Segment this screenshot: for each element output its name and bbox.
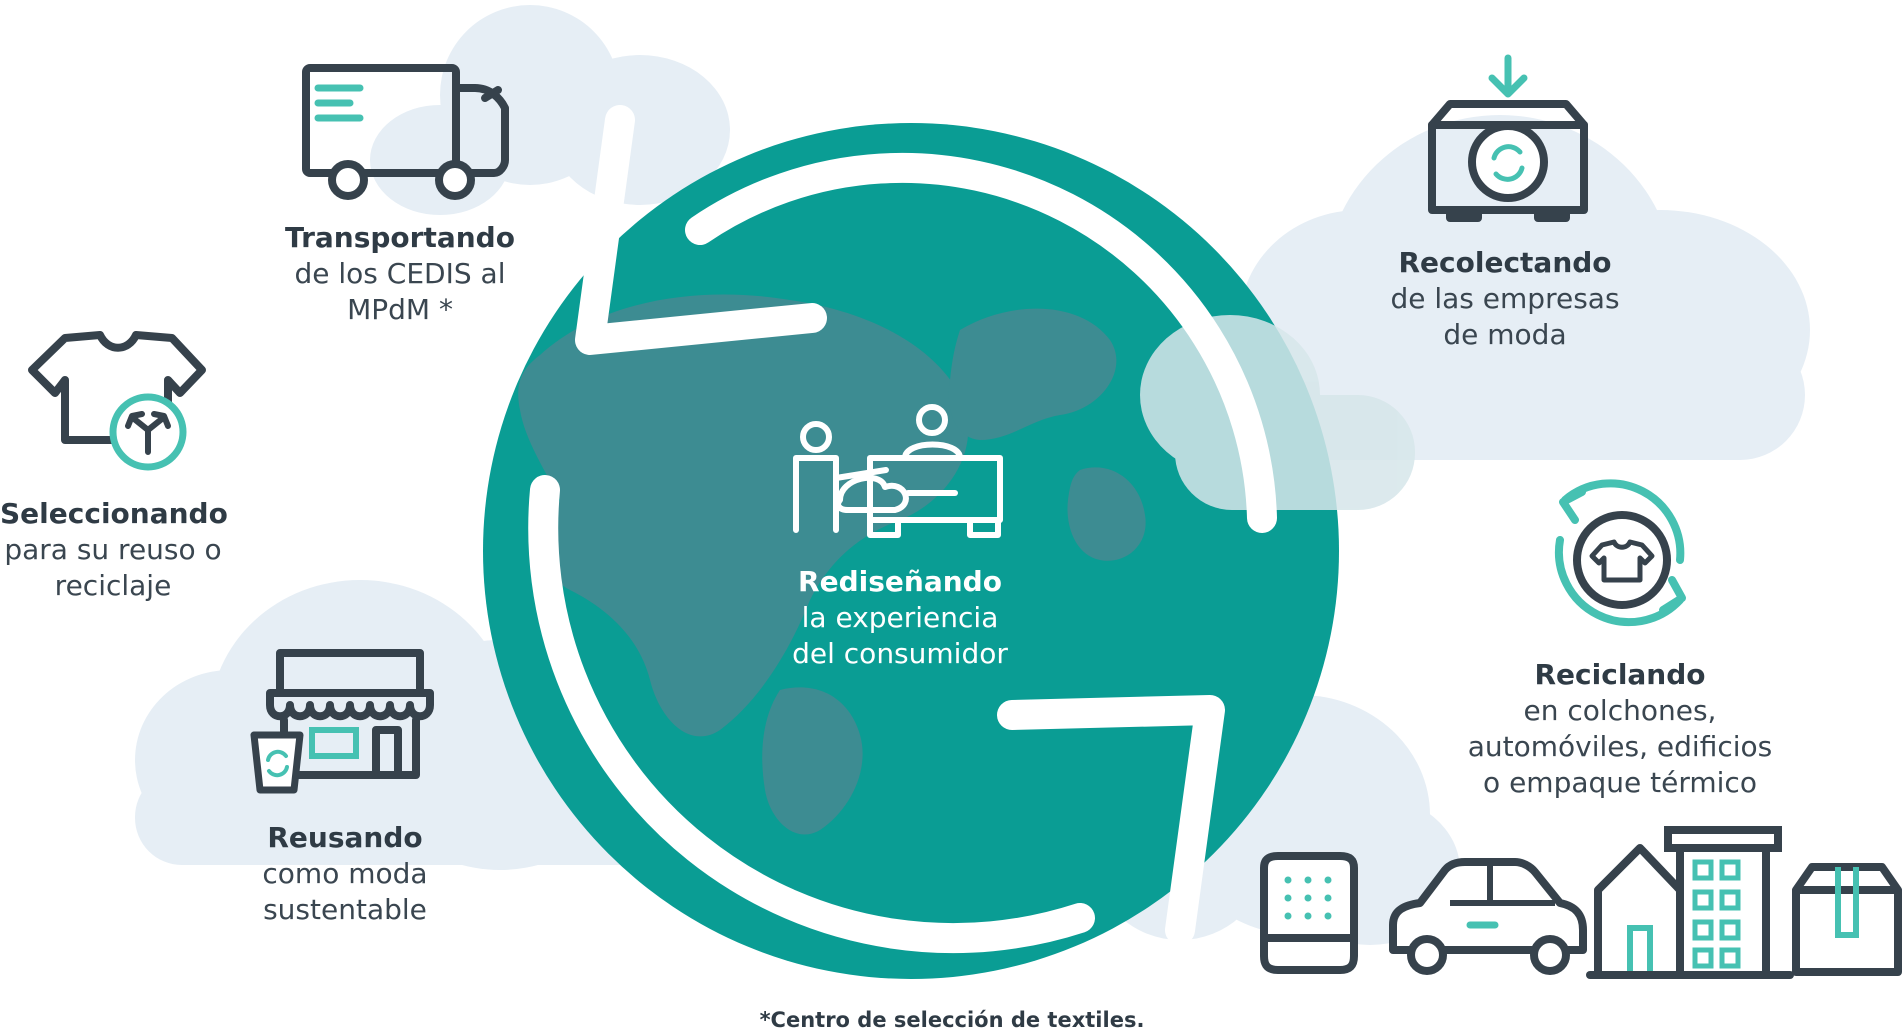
step-reciclando: Reciclando en colchones, automóviles, ed…	[1440, 657, 1800, 801]
footnote: *Centro de selección de textiles.	[759, 1008, 1145, 1032]
step-line: para su reuso o	[4, 533, 222, 566]
step-line: de moda	[1443, 318, 1567, 351]
recycle-mini-icon	[1491, 144, 1525, 182]
step-line: automóviles, edificios	[1467, 730, 1773, 763]
step-transportando: Transportando de los CEDIS al MPdM *	[250, 220, 550, 328]
step-line: MPdM *	[347, 293, 453, 326]
globe-continents	[518, 294, 1146, 835]
step-title: Seleccionando	[0, 497, 228, 530]
collection-box-icon	[1428, 54, 1588, 222]
step-line: de las empresas	[1390, 282, 1620, 315]
down-arrow-icon	[1488, 54, 1528, 98]
truck-speed-lines	[314, 84, 364, 122]
arrow-top-arc	[685, 152, 1277, 533]
recycle-shirt-icon	[1554, 479, 1686, 627]
step-reusando: Reusando como moda sustentable	[215, 820, 475, 928]
arrow-bottom-head	[997, 695, 1225, 945]
center-line: del consumidor	[792, 637, 1008, 670]
center-rediseñando: Rediseñando la experiencia del consumido…	[750, 564, 1050, 672]
car-icon	[1389, 858, 1587, 975]
arrow-bottom-arc	[528, 475, 1095, 954]
package-icon	[1792, 863, 1902, 976]
shirt-sort-icon	[28, 331, 206, 471]
shop-icon	[250, 649, 434, 794]
center-title: Rediseñando	[798, 565, 1002, 598]
truck-icon	[302, 64, 509, 200]
store-counter-icon	[793, 404, 1003, 538]
step-title: Transportando	[285, 221, 515, 254]
step-seleccionando: Seleccionando para su reuso o reciclaje	[0, 496, 228, 604]
step-title: Reusando	[267, 821, 423, 854]
arrow-top-head	[575, 105, 827, 355]
shopping-bag-icon	[250, 731, 304, 794]
step-title: Reciclando	[1534, 658, 1706, 691]
cycle-arrows	[528, 105, 1277, 954]
building-icon	[1586, 826, 1794, 979]
step-line: en colchones,	[1523, 694, 1717, 727]
center-line: la experiencia	[801, 601, 999, 634]
step-line: o empaque térmico	[1483, 766, 1757, 799]
split-arrows-icon	[125, 411, 171, 455]
step-line: de los CEDIS al	[294, 257, 506, 290]
step-recolectando: Recolectando de las empresas de moda	[1340, 245, 1670, 353]
mattress-icon	[1260, 852, 1358, 974]
step-line: sustentable	[263, 893, 427, 926]
step-line: reciclaje	[54, 569, 172, 602]
step-title: Recolectando	[1398, 246, 1612, 279]
step-line: como moda	[262, 857, 428, 890]
cloud-top-left	[370, 5, 730, 215]
